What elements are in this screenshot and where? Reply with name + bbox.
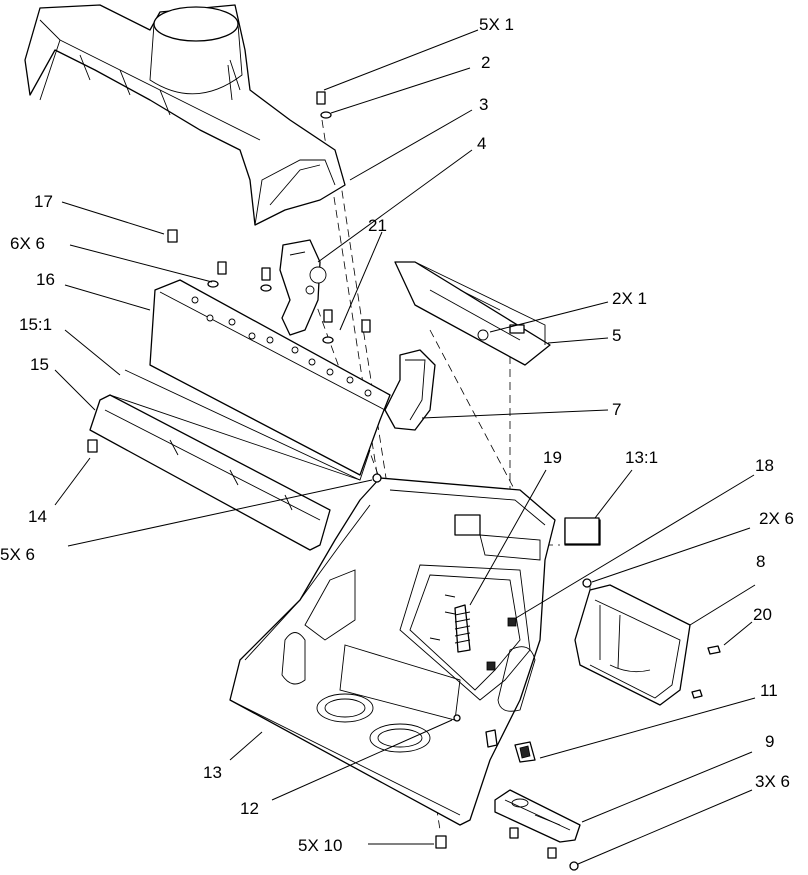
nut-part-6-right (582, 578, 592, 588)
bolt-part-14 (87, 439, 98, 453)
block-part-18 (486, 617, 517, 671)
mechanism-part-5 (394, 261, 551, 366)
callout-5x10: 5X 10 (298, 836, 342, 855)
callout-5x6: 5X 6 (0, 545, 35, 564)
skid-part-7 (384, 349, 436, 431)
spring-part-19 (454, 604, 471, 653)
callout-16: 16 (36, 270, 55, 289)
callout-3: 3 (479, 95, 488, 114)
callout-4: 4 (477, 134, 486, 153)
callout-5: 5 (612, 326, 621, 345)
callout-3x6: 3X 6 (755, 772, 790, 791)
callout-2x6: 2X 6 (759, 509, 794, 528)
cover-part-8 (574, 584, 691, 706)
cutting-edge-part-15 (89, 394, 361, 551)
bolt-part-1-top (316, 91, 332, 119)
bracket-part-4 (279, 239, 327, 336)
decals-part-13-1 (564, 517, 600, 545)
clip-part-20 (691, 645, 721, 699)
nuts-and-bolts (372, 473, 579, 871)
callout-7: 7 (612, 400, 621, 419)
callout-6x6: 6X 6 (10, 234, 45, 253)
callout-21: 21 (368, 216, 387, 235)
callout-13: 13 (203, 763, 222, 782)
fasteners-cluster (167, 229, 371, 344)
callout-labels: 5X 1 2 3 4 17 21 6X 6 16 2X 1 15:1 5 15 … (0, 15, 794, 855)
callout-9: 9 (765, 732, 774, 751)
latch-part-9 (494, 789, 581, 843)
callout-14: 14 (28, 507, 47, 526)
callout-2x1: 2X 1 (612, 289, 647, 308)
callout-19: 19 (543, 448, 562, 467)
callout-15: 15 (30, 355, 49, 374)
callout-8: 8 (756, 552, 765, 571)
leader-lines (54, 29, 756, 865)
callout-2: 2 (481, 53, 490, 72)
chute-housing-part-3 (24, 4, 346, 226)
callout-18: 18 (755, 456, 774, 475)
blade-part-16 (124, 279, 391, 481)
callout-12: 12 (240, 799, 259, 818)
callout-5x1: 5X 1 (479, 15, 514, 34)
callout-20: 20 (753, 605, 772, 624)
callout-15-1: 15:1 (19, 315, 52, 334)
blade-holes (191, 296, 372, 397)
callout-13-1: 13:1 (625, 448, 658, 467)
callout-17: 17 (34, 192, 53, 211)
connector-part-11 (514, 741, 536, 763)
callout-11: 11 (760, 681, 778, 700)
